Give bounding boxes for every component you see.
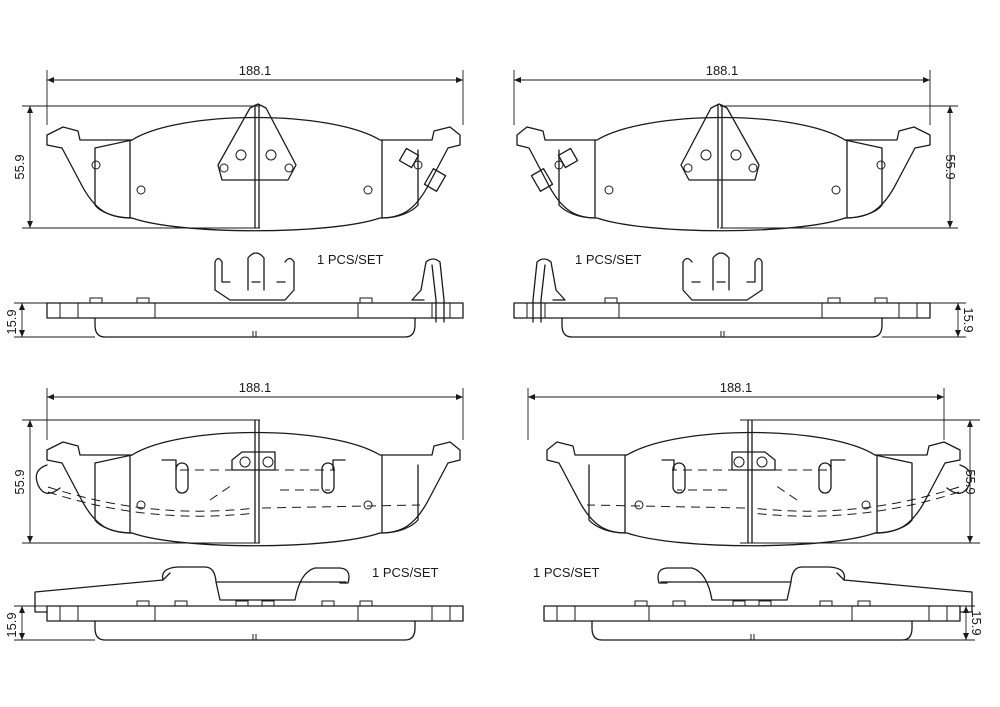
pad-side-view-bottom-left — [34, 566, 464, 641]
wear-sensor-tab — [423, 168, 447, 192]
pad-side-view-bottom-right — [543, 566, 973, 641]
thickness-dimension-label: 15.9 — [961, 307, 976, 332]
rivet-hole — [219, 163, 229, 173]
rivet-hole — [265, 149, 277, 161]
clip-outline — [217, 103, 297, 181]
thickness-dimension-label: 15.9 — [4, 612, 19, 637]
rivet-hole — [136, 185, 146, 195]
quantity-label: 1 PCS/SET — [533, 565, 600, 580]
width-dimension-label: 188.1 — [239, 63, 272, 78]
rivet-hole — [235, 149, 247, 161]
dimension-thickness-top-right: 15.9 — [882, 302, 976, 338]
dimension-height-bottom-right: 55.9 — [740, 419, 980, 544]
slot — [321, 462, 335, 494]
quantity-label: 1 PCS/SET — [317, 252, 384, 267]
pad-side-view-top-right — [513, 297, 931, 338]
width-dimension-label: 188.1 — [706, 63, 739, 78]
height-dimension-label: 55.9 — [943, 154, 958, 179]
dimension-width-bottom-right: 188.1 — [527, 380, 945, 440]
dimension-width-top-right: 188.1 — [513, 63, 931, 125]
wear-sensor — [398, 147, 420, 169]
width-dimension-label: 188.1 — [720, 380, 753, 395]
pad-face-view-bottom-right — [546, 419, 972, 547]
pad-face-view-top-right — [516, 103, 931, 232]
hidden-spring-line — [47, 486, 421, 517]
pad-side-view-top-left — [46, 297, 464, 338]
height-dimension-label: 55.9 — [963, 469, 978, 494]
quantity-label: 1 PCS/SET — [575, 252, 642, 267]
dimension-thickness-top-left: 15.9 — [4, 302, 95, 338]
slot — [175, 462, 189, 494]
height-dimension-label: 55.9 — [12, 469, 27, 494]
thickness-dimension-label: 15.9 — [969, 610, 984, 635]
dimension-width-top-left: 188.1 — [46, 63, 464, 125]
clip-hardware-top-right — [532, 252, 763, 323]
rivet-hole — [91, 160, 101, 170]
dimension-height-top-left: 55.9 — [12, 105, 260, 229]
pad-face-view-top-left — [46, 103, 461, 232]
quantity-label: 1 PCS/SET — [372, 565, 439, 580]
spring-clip — [35, 464, 61, 494]
dimension-width-bottom-left: 188.1 — [46, 380, 464, 440]
spring-wire — [34, 566, 350, 613]
dimension-thickness-bottom-right: 15.9 — [896, 605, 984, 641]
friction-material-outline — [94, 139, 419, 219]
pad-face-view-bottom-left — [35, 419, 461, 547]
rivet-hole — [363, 185, 373, 195]
thickness-dimension-label: 15.9 — [4, 309, 19, 334]
dimension-height-top-right: 55.9 — [720, 105, 958, 229]
dimension-height-bottom-left: 55.9 — [12, 419, 260, 544]
dimension-thickness-bottom-left: 15.9 — [4, 605, 95, 641]
rivet-hole — [284, 163, 294, 173]
clip-hardware-top-left — [214, 252, 445, 323]
width-dimension-label: 188.1 — [239, 380, 272, 395]
rivet-hole — [413, 160, 423, 170]
height-dimension-label: 55.9 — [12, 154, 27, 179]
